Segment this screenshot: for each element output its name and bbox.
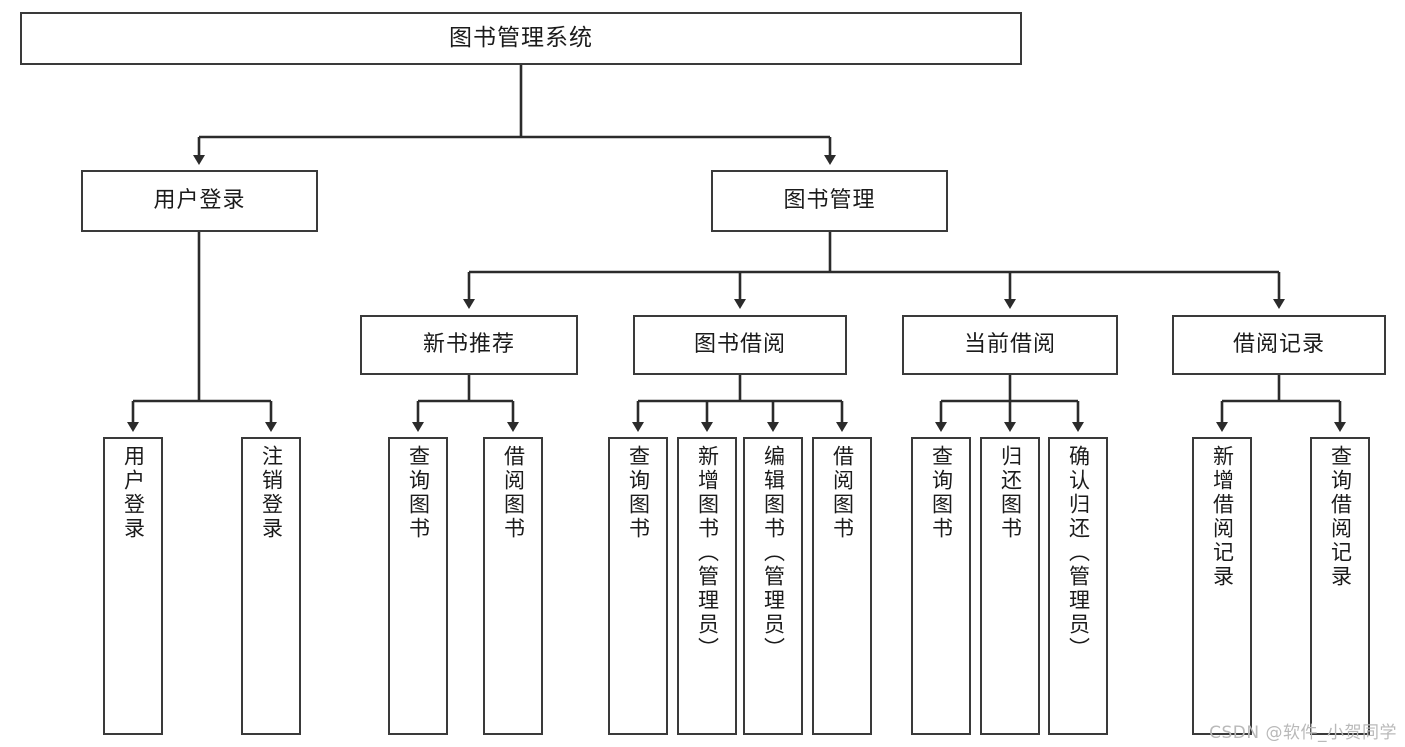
node-label: 图书借阅 xyxy=(693,332,786,358)
node-user-login[interactable]: 用户登录 xyxy=(81,170,318,232)
leaf-book-borrow-borrow-book[interactable]: 借阅图书 xyxy=(812,437,872,735)
node-label: 图书管理 xyxy=(783,188,876,214)
node-new-book-recommend[interactable]: 新书推荐 xyxy=(360,315,578,375)
leaf-borrow-record-add-record[interactable]: 新增借阅记录 xyxy=(1192,437,1252,735)
node-label: 当前借阅 xyxy=(963,332,1056,358)
node-root-book-management-system[interactable]: 图书管理系统 xyxy=(20,12,1022,65)
node-label: 注销登录 xyxy=(259,445,284,541)
node-current-borrow[interactable]: 当前借阅 xyxy=(902,315,1118,375)
node-label: 查询图书 xyxy=(626,445,651,541)
node-label: 查询借阅记录 xyxy=(1328,445,1353,589)
node-label: 借阅图书 xyxy=(501,445,526,541)
leaf-user-login-login[interactable]: 用户登录 xyxy=(103,437,163,735)
leaf-new-book-borrow-book[interactable]: 借阅图书 xyxy=(483,437,543,735)
node-label: 新增图书（管理员） xyxy=(695,445,720,661)
node-label: 编辑图书（管理员） xyxy=(761,445,786,661)
leaf-current-borrow-query-book[interactable]: 查询图书 xyxy=(911,437,971,735)
node-label: 查询图书 xyxy=(406,445,431,541)
node-label: 借阅图书 xyxy=(830,445,855,541)
node-label: 图书管理系统 xyxy=(449,25,593,52)
node-label: 用户登录 xyxy=(121,445,146,541)
node-label: 借阅记录 xyxy=(1232,332,1325,358)
node-label: 确认归还（管理员） xyxy=(1066,445,1091,661)
node-label: 新增借阅记录 xyxy=(1210,445,1235,589)
node-label: 归还图书 xyxy=(998,445,1023,541)
leaf-user-login-logout[interactable]: 注销登录 xyxy=(241,437,301,735)
leaf-current-borrow-confirm-return-admin[interactable]: 确认归还（管理员） xyxy=(1048,437,1108,735)
node-book-management[interactable]: 图书管理 xyxy=(711,170,948,232)
csdn-watermark: CSDN @软件_小贺同学 xyxy=(1209,723,1397,743)
node-label: 查询图书 xyxy=(929,445,954,541)
leaf-new-book-query-book[interactable]: 查询图书 xyxy=(388,437,448,735)
leaf-book-borrow-edit-book-admin[interactable]: 编辑图书（管理员） xyxy=(743,437,803,735)
leaf-current-borrow-return-book[interactable]: 归还图书 xyxy=(980,437,1040,735)
node-label: 新书推荐 xyxy=(422,332,515,358)
node-borrow-record[interactable]: 借阅记录 xyxy=(1172,315,1386,375)
leaf-book-borrow-add-book-admin[interactable]: 新增图书（管理员） xyxy=(677,437,737,735)
leaf-book-borrow-query-book[interactable]: 查询图书 xyxy=(608,437,668,735)
node-label: 用户登录 xyxy=(153,188,246,214)
node-book-borrow[interactable]: 图书借阅 xyxy=(633,315,847,375)
leaf-borrow-record-query-record[interactable]: 查询借阅记录 xyxy=(1310,437,1370,735)
